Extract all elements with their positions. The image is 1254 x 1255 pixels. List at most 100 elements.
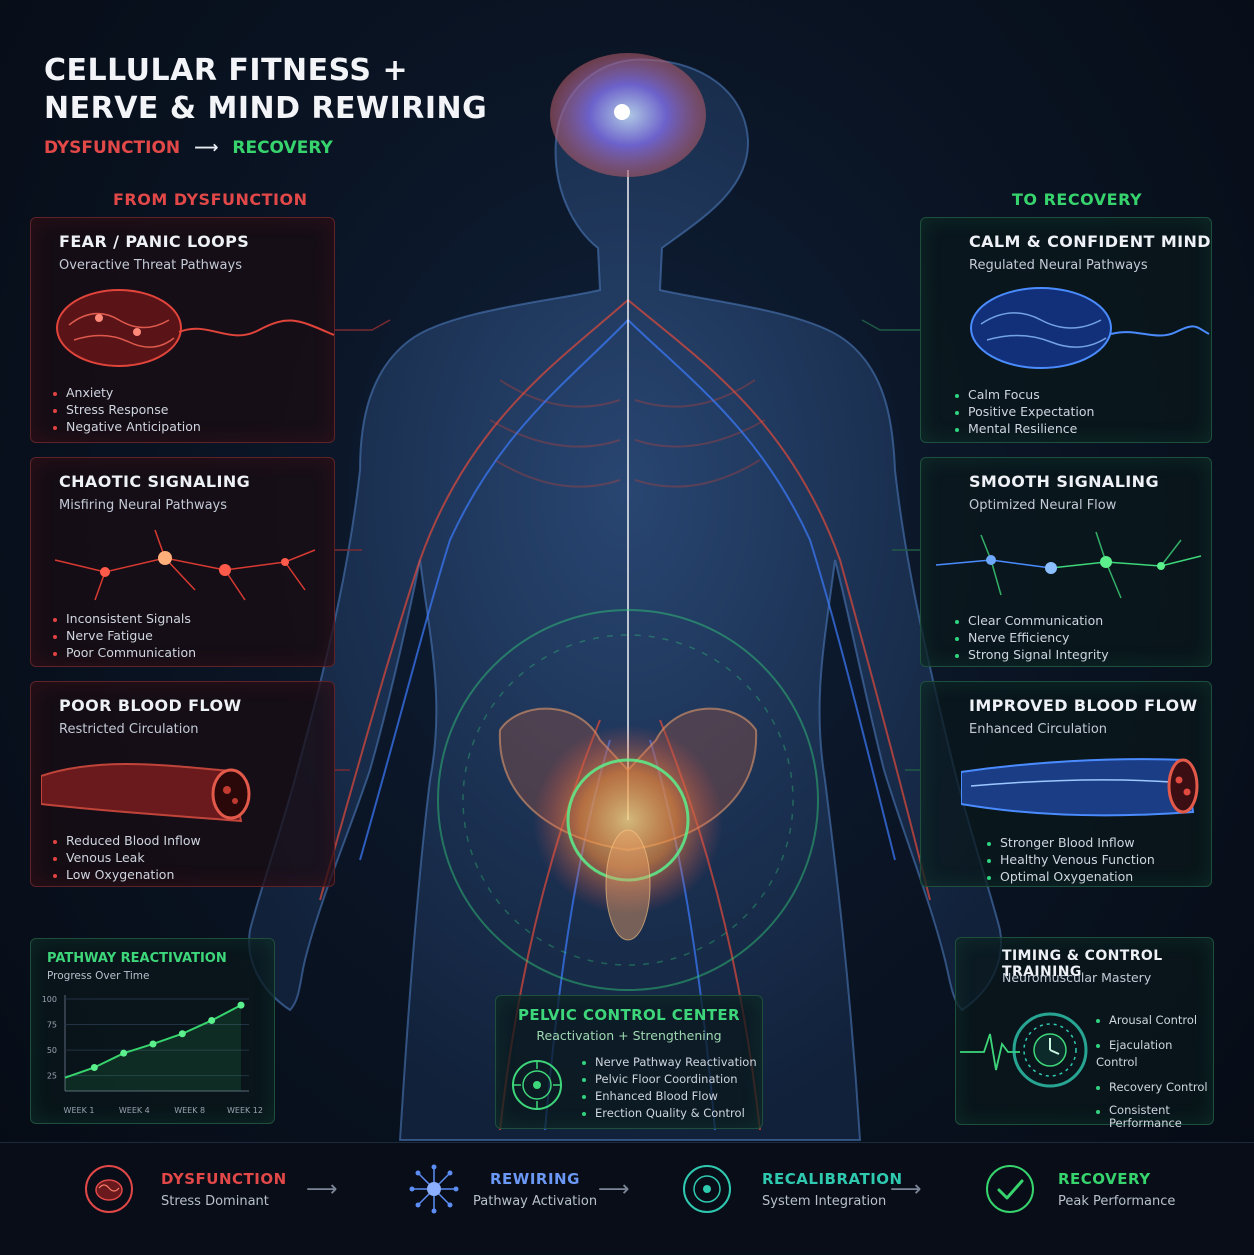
step-title: REWIRING — [490, 1170, 580, 1188]
data-point — [90, 1063, 98, 1071]
bullet-list: Stronger Blood Inflow Healthy Venous Fun… — [987, 834, 1155, 885]
y-tick-label: 25 — [47, 1072, 57, 1081]
y-tick-label: 75 — [47, 1021, 57, 1030]
panel-subtitle: Restricted Circulation — [59, 722, 199, 737]
flow-to-label: RECOVERY — [232, 138, 333, 158]
panel-subtitle: Regulated Neural Pathways — [969, 258, 1148, 273]
panel-subtitle: Overactive Threat Pathways — [59, 258, 242, 273]
page-title: CELLULAR FITNESS + NERVE & MIND REWIRING — [44, 52, 487, 128]
step-subtitle: Pathway Activation — [473, 1194, 598, 1209]
step-title: DYSFUNCTION — [161, 1170, 287, 1188]
step-subtitle: Peak Performance — [1058, 1194, 1176, 1209]
list-item: Ejaculation Control — [1096, 1038, 1173, 1069]
red-brain-image — [56, 289, 335, 367]
series-area — [65, 1005, 241, 1091]
panel-subtitle: Enhanced Circulation — [969, 722, 1108, 737]
panel-fear-panic-loops: FEAR / PANIC LOOPS Overactive Threat Pat… — [30, 217, 335, 443]
y-tick-label: 100 — [42, 995, 57, 1004]
bullet-list: Reduced Blood Inflow Venous Leak Low Oxy… — [53, 832, 201, 883]
blue-brain-image — [970, 287, 1210, 369]
healthy-vessel-image — [961, 758, 1199, 817]
panel-subtitle: Neuromuscular Mastery — [1002, 970, 1152, 985]
process-steps-bar: DYSFUNCTION Stress Dominant ⟶ REWIRING P… — [0, 1142, 1254, 1255]
flow-from-label: DYSFUNCTION — [44, 138, 181, 158]
panel-improved-blood-flow: IMPROVED BLOOD FLOW Enhanced Circulation… — [920, 681, 1212, 887]
list-item: Low Oxygenation — [53, 866, 201, 883]
pelvic-target-icon — [512, 1060, 562, 1110]
neuron-icon — [409, 1164, 459, 1214]
panel-chaotic-signaling: CHAOTIC SIGNALING Misfiring Neural Pathw… — [30, 457, 335, 667]
smooth-neurons-image — [935, 531, 1202, 599]
panel-poor-blood-flow: POOR BLOOD FLOW Restricted Circulation R… — [30, 681, 335, 887]
bullet-list: Anxiety Stress Response Negative Anticip… — [53, 384, 201, 435]
title-line-1: CELLULAR FITNESS + — [44, 53, 409, 88]
chart-title: PATHWAY REACTIVATION — [47, 951, 227, 966]
list-item: Nerve Pathway Reactivation — [582, 1054, 757, 1071]
title-line-2: NERVE & MIND REWIRING — [44, 91, 488, 126]
step-subtitle: Stress Dominant — [161, 1194, 269, 1209]
data-point — [120, 1049, 128, 1057]
bullet-list: Calm Focus Positive Expectation Mental R… — [955, 386, 1094, 437]
panel-pathway-reactivation: PATHWAY REACTIVATION Progress Over Time … — [30, 938, 275, 1124]
list-item: Nerve Efficiency — [955, 629, 1109, 646]
flow-subtitle: DYSFUNCTION ⟶ RECOVERY — [44, 138, 333, 158]
x-tick-label: WEEK 1 — [64, 1106, 95, 1115]
list-item: Calm Focus — [955, 386, 1094, 403]
arrow-right-icon: ⟶ — [306, 1177, 338, 1202]
list-item: Reduced Blood Inflow — [53, 832, 201, 849]
panel-pelvic-control-center: PELVIC CONTROL CENTER Reactivation + Str… — [495, 995, 763, 1129]
restricted-vessel-image — [41, 763, 251, 823]
list-item: Venous Leak — [53, 849, 201, 866]
list-item: Poor Communication — [53, 644, 196, 661]
data-point — [178, 1030, 186, 1038]
arrow-right-icon: ⟶ — [598, 1177, 630, 1202]
panel-calm-confident-mind: CALM & CONFIDENT MIND Regulated Neural P… — [920, 217, 1212, 443]
panel-timing-control-training: TIMING & CONTROL TRAINING Neuromuscular … — [955, 937, 1214, 1130]
y-tick-label: 50 — [47, 1046, 57, 1055]
bullet-list: Inconsistent Signals Nerve Fatigue Poor … — [53, 610, 196, 661]
brain-icon — [85, 1165, 133, 1213]
panel-subtitle: Optimized Neural Flow — [969, 498, 1117, 513]
bullet-list: Arousal Control Ejaculation Control Reco… — [1096, 1012, 1213, 1130]
misfiring-neurons-image — [54, 529, 316, 601]
list-item: Mental Resilience — [955, 420, 1094, 437]
list-item: Anxiety — [53, 384, 201, 401]
list-item: Clear Communication — [955, 612, 1109, 629]
panel-title: IMPROVED BLOOD FLOW — [969, 696, 1198, 715]
list-item: Healthy Venous Function — [987, 851, 1155, 868]
panel-title: POOR BLOOD FLOW — [59, 696, 242, 715]
x-tick-label: WEEK 8 — [174, 1106, 205, 1115]
list-item: Inconsistent Signals — [53, 610, 196, 627]
list-item: Stronger Blood Inflow — [987, 834, 1155, 851]
panel-title: FEAR / PANIC LOOPS — [59, 232, 250, 251]
panel-subtitle: Misfiring Neural Pathways — [59, 498, 228, 513]
left-column-heading: FROM DYSFUNCTION — [113, 190, 308, 209]
panel-title: SMOOTH SIGNALING — [969, 472, 1159, 491]
list-item: Arousal Control — [1096, 1012, 1213, 1029]
list-item: Optimal Oxygenation — [987, 868, 1155, 885]
list-item: Nerve Fatigue — [53, 627, 196, 644]
right-column-heading: TO RECOVERY — [1012, 190, 1143, 209]
panel-title: PELVIC CONTROL CENTER — [517, 1006, 741, 1024]
bullet-list: Nerve Pathway Reactivation Pelvic Floor … — [582, 1054, 757, 1122]
data-point — [237, 1001, 245, 1009]
list-item: Negative Anticipation — [53, 418, 201, 435]
list-item: Consistent Performance — [1096, 1104, 1213, 1130]
list-item: Stress Response — [53, 401, 201, 418]
step-title: RECOVERY — [1058, 1170, 1151, 1188]
x-tick-label: WEEK 12 — [227, 1106, 263, 1115]
panel-title: TIMING & CONTROL TRAINING — [1002, 948, 1163, 980]
target-icon — [683, 1165, 731, 1213]
arrow-right-icon: ⟶ — [890, 1177, 922, 1202]
panel-subtitle: Reactivation + Strengthening — [536, 1028, 722, 1043]
step-title: RECALIBRATION — [762, 1170, 903, 1188]
panel-title: CALM & CONFIDENT MIND — [969, 232, 1211, 251]
list-item: Pelvic Floor Coordination — [582, 1071, 757, 1088]
list-item: Erection Quality & Control — [582, 1105, 757, 1122]
timing-dial-icon — [960, 1012, 1088, 1088]
check-icon — [986, 1165, 1034, 1213]
list-item: Enhanced Blood Flow — [582, 1088, 757, 1105]
panel-smooth-signaling: SMOOTH SIGNALING Optimized Neural Flow C… — [920, 457, 1212, 667]
